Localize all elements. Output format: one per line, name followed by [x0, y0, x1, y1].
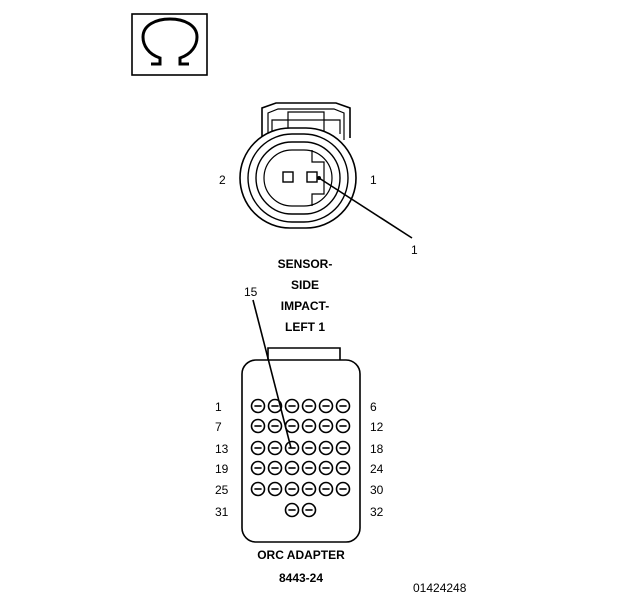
sensor-name-line-2: SIDE	[291, 278, 319, 292]
orc-row-5-left-label: 25	[215, 483, 229, 497]
sensor-callout-label: 1	[411, 243, 418, 257]
orc-adapter-name: ORC ADAPTER	[257, 548, 345, 562]
orc-row-1-left-label: 1	[215, 400, 222, 414]
orc-row-4-right-label: 24	[370, 462, 384, 476]
orc-row-2-left-label: 7	[215, 420, 222, 434]
sensor-name-line-1: SENSOR-	[278, 257, 333, 271]
orc-row-3-left-label: 13	[215, 442, 229, 456]
sensor-pin-1-label: 1	[370, 173, 377, 187]
orc-row-5-right-label: 30	[370, 483, 384, 497]
sensor-name: SENSOR- SIDE IMPACT- LEFT 1	[278, 257, 333, 334]
ohmmeter-icon: Ω	[131, 13, 208, 76]
orc-row-3-right-label: 18	[370, 442, 384, 456]
figure-id: 01424248	[413, 581, 467, 595]
orc-callout-label: 15	[244, 285, 258, 299]
sensor-pin-1	[306, 171, 318, 183]
sensor-callout-leader	[318, 177, 413, 239]
sensor-name-line-3: IMPACT-	[281, 299, 329, 313]
orc-adapter-connector	[241, 347, 361, 543]
orc-pin-grid	[250, 398, 351, 518]
orc-row-6-right-label: 32	[370, 505, 384, 519]
sensor-pin-2-label: 2	[219, 173, 226, 187]
orc-row-1-right-label: 6	[370, 400, 377, 414]
orc-row-6-left-label: 31	[215, 505, 229, 519]
orc-callout-leader	[252, 299, 292, 449]
sensor-pin-2	[282, 171, 294, 183]
orc-row-4-left-label: 19	[215, 462, 229, 476]
orc-adapter-part-number: 8443-24	[279, 571, 323, 585]
orc-row-2-right-label: 12	[370, 420, 384, 434]
sensor-name-line-4: LEFT 1	[285, 320, 325, 334]
sensor-connector	[239, 102, 357, 229]
